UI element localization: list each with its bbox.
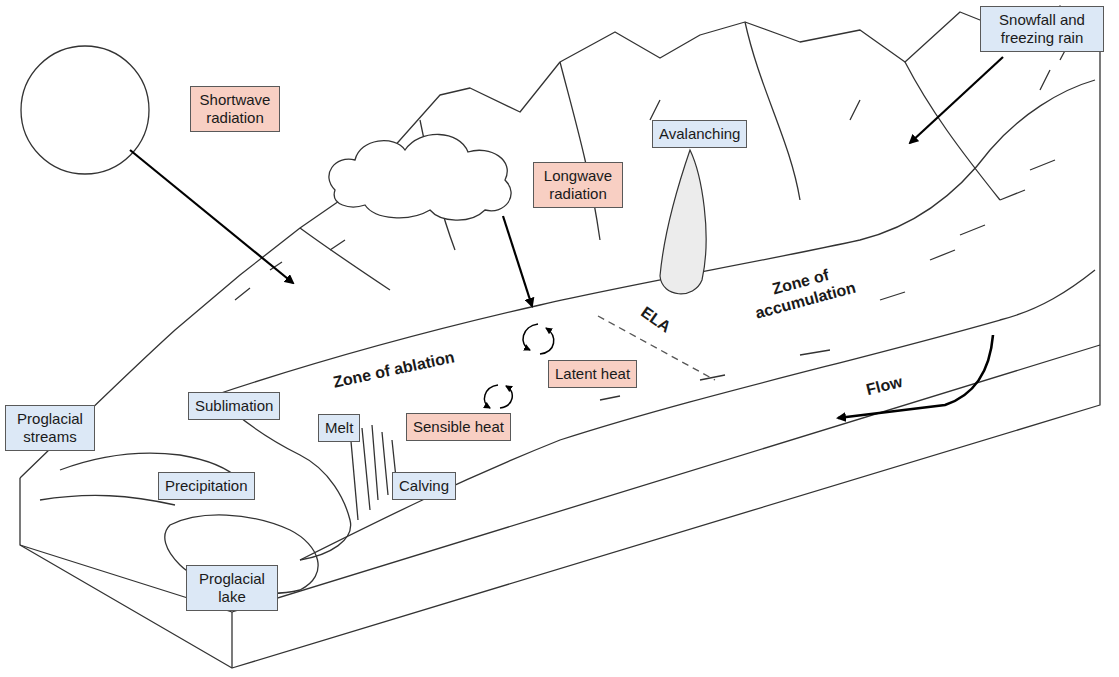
sensible-heat-loop <box>484 385 498 408</box>
energy-box: Shortwave radiation <box>190 86 280 132</box>
shortwave-arrow <box>130 150 293 283</box>
box-text: Proglacial lake <box>193 570 271 606</box>
box-text: Latent heat <box>555 365 630 383</box>
cloud <box>329 134 511 220</box>
process-box: Proglacial streams <box>5 405 95 451</box>
box-text: Proglacial streams <box>12 410 88 446</box>
process-box: Sublimation <box>188 392 280 420</box>
box-text: Melt <box>325 419 353 437</box>
process-box: Avalanching <box>652 120 747 148</box>
sensible-heat-loop <box>500 386 512 408</box>
ridge-spur <box>560 62 600 240</box>
box-text: Sublimation <box>195 397 273 415</box>
box-text: Shortwave radiation <box>197 91 273 127</box>
box-text: Precipitation <box>165 477 248 495</box>
calving-face <box>350 430 358 520</box>
latent-heat-loop <box>523 324 538 350</box>
avalanche-shape <box>660 150 706 294</box>
process-box: Snowfall and freezing rain <box>980 6 1104 52</box>
box-text: Snowfall and freezing rain <box>987 11 1097 47</box>
block-edge <box>231 612 232 668</box>
zone-label: Zone of accumulation <box>726 253 881 329</box>
ridge-spur <box>905 62 1000 200</box>
zone-label: Zone of ablation <box>331 347 456 391</box>
mountain-ridge <box>20 6 1100 478</box>
ridge-spur <box>300 228 390 290</box>
sun <box>21 46 149 174</box>
box-text: Longwave radiation <box>540 167 616 203</box>
energy-box: Latent heat <box>548 360 637 388</box>
landscape-lines <box>20 6 1100 668</box>
process-box: Proglacial lake <box>186 565 278 611</box>
box-text: Calving <box>399 477 449 495</box>
box-text: Sensible heat <box>413 418 504 436</box>
ela-label: ELA <box>637 303 674 337</box>
crevasses <box>362 425 396 510</box>
energy-box: Sensible heat <box>406 413 511 441</box>
process-box: Precipitation <box>158 472 255 500</box>
latent-heat-loop <box>540 328 554 354</box>
snowfall-arrow <box>910 57 1003 143</box>
flow-arrow <box>838 335 993 418</box>
longwave-arrow <box>503 216 532 306</box>
process-box: Calving <box>392 472 456 500</box>
energy-box: Longwave radiation <box>533 162 623 208</box>
box-text: Avalanching <box>659 125 740 143</box>
ridge-spur <box>745 22 800 200</box>
glacier-upper-margin <box>215 80 1095 395</box>
block-top-edge <box>20 345 1100 612</box>
rock-hatching <box>235 45 1068 300</box>
process-box: Melt <box>318 414 360 442</box>
glacier-lower-margin <box>300 270 1095 560</box>
flow-label: Flow <box>864 372 904 399</box>
block-outline <box>20 30 1100 668</box>
